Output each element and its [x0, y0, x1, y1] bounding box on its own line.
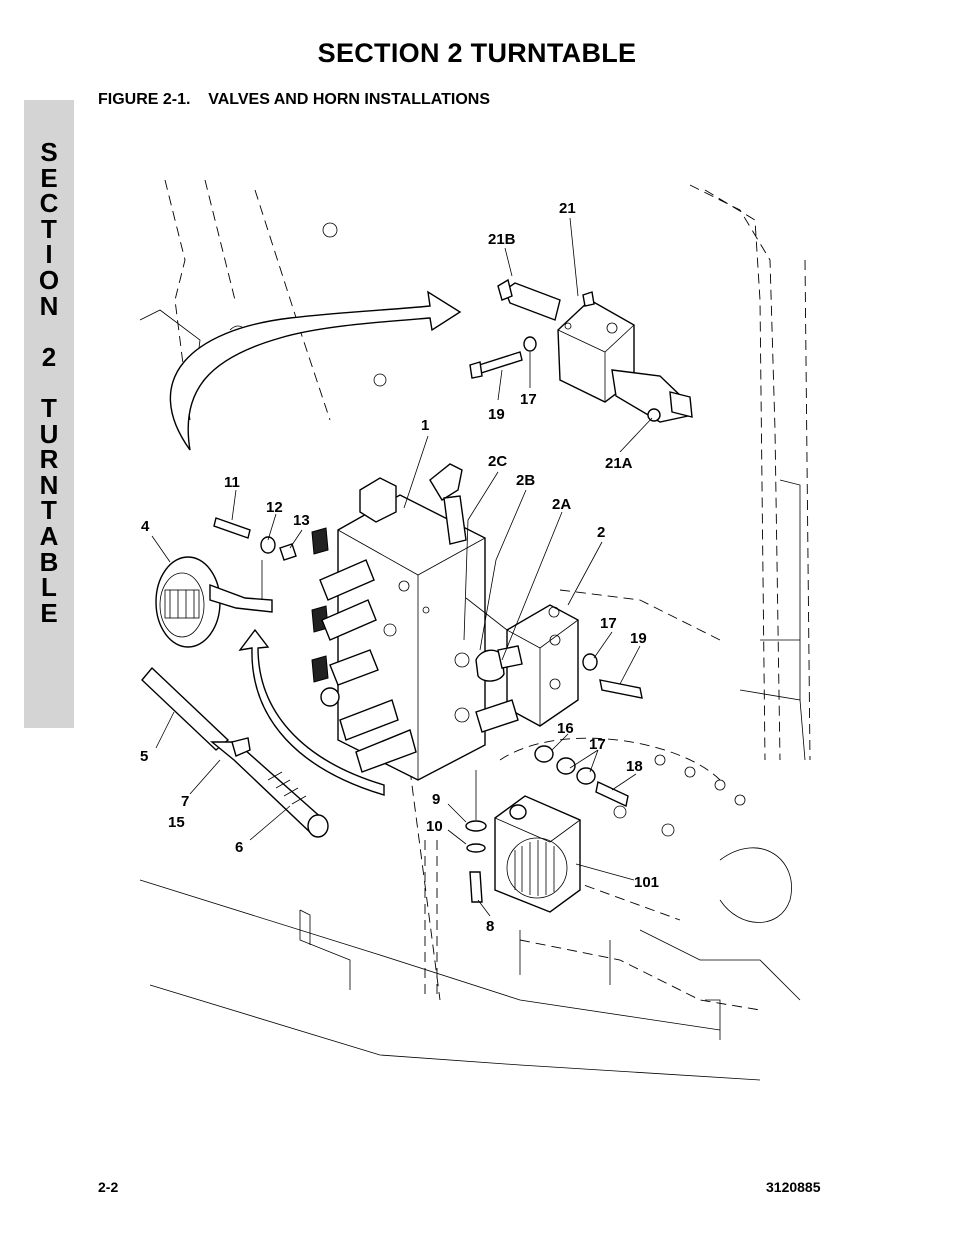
leader-lines	[151, 217, 653, 917]
callout-2b: 2B	[516, 472, 535, 489]
callout-1: 1	[421, 417, 429, 434]
callout-16: 16	[557, 720, 574, 737]
callout-labels: 21 21B 19 17 21A 1 2C 2B 2A 2 11 12 13 4…	[140, 200, 659, 935]
side-tab-letter: N	[39, 469, 59, 500]
callout-12: 12	[266, 499, 283, 516]
side-tab-letter: T	[41, 495, 57, 526]
callout-101: 101	[634, 874, 659, 891]
callout-8: 8	[486, 918, 494, 935]
callout-15: 15	[168, 814, 185, 831]
side-tab-letter: U	[39, 418, 59, 449]
side-tab-letter: C	[39, 188, 59, 219]
section-title: SECTION 2 TURNTABLE	[317, 38, 637, 68]
callout-2c: 2C	[488, 453, 507, 470]
callout-19-upper: 19	[488, 406, 505, 423]
side-tab-letter: E	[40, 162, 58, 193]
hose-assembly-5-6-7	[141, 666, 329, 838]
side-tab-letter: N	[39, 290, 59, 321]
valve-21-assembly	[469, 278, 693, 423]
callout-17-right: 17	[600, 615, 617, 632]
side-tab-letter: E	[40, 597, 58, 628]
side-tab-letter: B	[39, 546, 59, 577]
side-tab-letter: L	[41, 572, 57, 603]
page-number: 2-2	[98, 1179, 119, 1195]
side-tab-letter: T	[41, 213, 57, 244]
side-tab-letter: T	[41, 392, 57, 423]
side-tab-letter: 2	[41, 341, 57, 372]
callout-21: 21	[559, 200, 576, 217]
document-number: 3120885	[766, 1179, 821, 1195]
callout-21b: 21B	[488, 231, 516, 248]
figure-caption: FIGURE 2-1. VALVES AND HORN INSTALLATION…	[98, 91, 491, 108]
side-tab-letter: R	[39, 444, 59, 475]
callout-10: 10	[426, 818, 443, 835]
callout-13: 13	[293, 512, 310, 529]
callout-2a: 2A	[552, 496, 571, 513]
callout-17-upper: 17	[520, 391, 537, 408]
callout-19-right: 19	[630, 630, 647, 647]
curved-arrow-upper	[169, 290, 462, 451]
side-tab-letter: I	[45, 239, 53, 270]
horn-4	[155, 517, 297, 648]
valve-2	[465, 597, 643, 733]
valve-block-1	[311, 463, 486, 781]
guard-101	[465, 745, 629, 913]
callout-9: 9	[432, 791, 440, 808]
callout-18: 18	[626, 758, 643, 775]
callout-4: 4	[141, 518, 150, 535]
callout-11: 11	[224, 474, 240, 491]
side-tab-letter: O	[38, 264, 60, 295]
callout-7: 7	[181, 793, 189, 810]
side-tab-letters: S E C T I O N 2 T U R N T A B L E	[24, 137, 74, 628]
callout-6: 6	[235, 839, 243, 856]
section-side-tab: S E C T I O N 2 T U R N T A B L E	[24, 100, 74, 728]
side-tab-letter: A	[39, 520, 59, 551]
side-tab-letter: S	[40, 137, 58, 167]
callout-21a: 21A	[605, 455, 633, 472]
callout-5: 5	[140, 748, 148, 765]
curved-arrow-lower	[238, 628, 385, 796]
callout-2: 2	[597, 524, 605, 541]
callout-17-lower: 17	[589, 736, 606, 753]
